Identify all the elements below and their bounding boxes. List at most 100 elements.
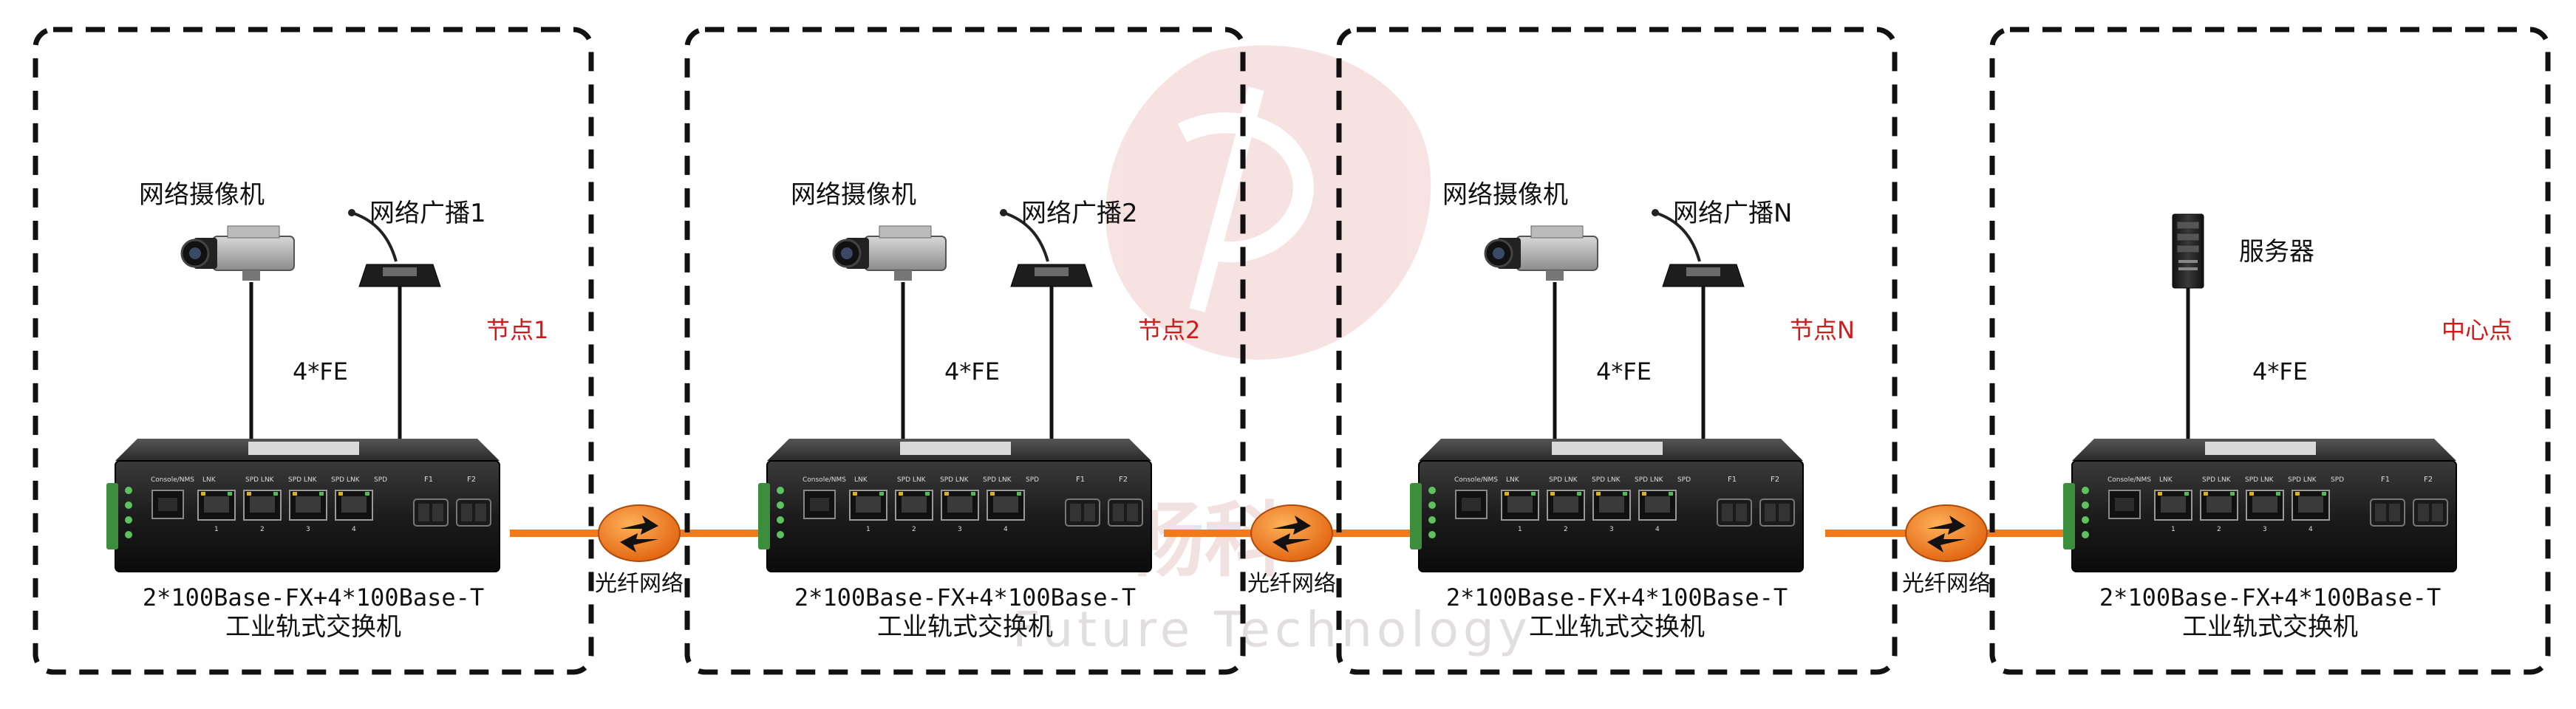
port-header: SPD (1677, 476, 1691, 484)
fe-label: 4*FE (1596, 357, 1652, 386)
node-label: 节点1 (486, 316, 548, 344)
port-header: LNK (1506, 476, 1520, 484)
port-header: SPD LNK (1592, 476, 1621, 484)
label-plate (1552, 442, 1663, 455)
status-led (125, 501, 132, 509)
port-number: 3 (306, 526, 310, 533)
switch-model-label: 2*100Base-FX+4*100Base-T (143, 583, 484, 612)
camera-label: 网络摄像机 (139, 180, 265, 210)
label-plate (2205, 442, 2316, 455)
switch-model-label: 2*100Base-FX+4*100Base-T (2099, 583, 2441, 612)
label-plate (248, 442, 359, 455)
node-label: 节点2 (1138, 316, 1200, 344)
broadcast-label: 网络广播2 (1021, 199, 1138, 228)
fe-label: 4*FE (293, 357, 348, 386)
port-number: 2 (912, 526, 916, 533)
terminal-block (2063, 483, 2075, 549)
switch-name-label: 工业轨式交换机 (877, 612, 1053, 642)
switch-name-label: 工业轨式交换机 (2182, 612, 2358, 642)
status-led (1428, 501, 1436, 509)
port-header: SPD (374, 476, 387, 484)
fiber-network-badge: 光纤网络 (595, 504, 684, 597)
server-label: 服务器 (2239, 237, 2314, 267)
port-number: 4 (352, 526, 356, 533)
network-broadcast-icon (1652, 209, 1745, 287)
node-boundary (684, 27, 1246, 675)
ip-camera-icon (1484, 225, 1598, 281)
fiber-network-icon (1905, 504, 1988, 562)
status-led (125, 487, 132, 494)
camera-label: 网络摄像机 (1442, 180, 1568, 210)
fiber-network-icon (598, 504, 681, 562)
status-led (777, 501, 784, 509)
terminal-block (758, 483, 770, 549)
fiber-port-label: F1 (1728, 476, 1737, 484)
port-header: SPD LNK (1549, 476, 1578, 484)
status-led (777, 516, 784, 524)
status-led (777, 531, 784, 538)
label-plate (900, 442, 1011, 455)
fiber-port-label: F2 (2424, 476, 2433, 484)
network-broadcast-icon (1000, 209, 1093, 287)
port-header: LNK (2159, 476, 2173, 484)
port-number: 1 (866, 526, 870, 533)
switch-model-label: 2*100Base-FX+4*100Base-T (794, 583, 1136, 612)
port-number: 3 (2263, 526, 2267, 533)
status-led (125, 531, 132, 538)
node-boundary (1336, 27, 1898, 675)
port-header: LNK (202, 476, 217, 484)
port-header: SPD (2331, 476, 2344, 484)
server-icon (2172, 213, 2204, 289)
switch-name-label: 工业轨式交换机 (1529, 612, 1705, 642)
node-boundary (33, 27, 594, 675)
fiber-port-label: F2 (1771, 476, 1779, 484)
status-led (1428, 531, 1436, 538)
port-header: SPD LNK (2288, 476, 2317, 484)
port-header: SPD (1026, 476, 1039, 484)
fiber-port-label: F1 (424, 476, 433, 484)
console-label: Console/NMS (2108, 476, 2151, 484)
network-broadcast-icon (348, 209, 441, 287)
fiber-network-icon (1250, 504, 1333, 562)
fiber-network-badge: 光纤网络 (1247, 504, 1336, 597)
port-number: 2 (1564, 526, 1568, 533)
console-port (2108, 490, 2141, 519)
port-number: 1 (1518, 526, 1522, 533)
port-header: SPD LNK (2245, 476, 2275, 484)
ip-camera-icon (832, 225, 947, 281)
port-number: 1 (214, 526, 219, 533)
port-header: SPD LNK (1635, 476, 1664, 484)
node-label: 中心点 (2442, 316, 2512, 344)
port-number: 3 (958, 526, 962, 533)
fiber-port-label: F1 (1076, 476, 1085, 484)
port-header: LNK (854, 476, 868, 484)
watermark-logo (1105, 45, 1431, 360)
node-boundary (1989, 27, 2551, 675)
status-led (2082, 516, 2089, 524)
port-number: 4 (1004, 526, 1008, 533)
status-led (2082, 501, 2089, 509)
port-header: SPD LNK (331, 476, 361, 484)
port-number: 3 (1609, 526, 1614, 533)
fe-label: 4*FE (2252, 357, 2308, 386)
status-led (125, 516, 132, 524)
port-number: 4 (2308, 526, 2313, 533)
port-header: SPD LNK (245, 476, 275, 484)
fiber-network-label: 光纤网络 (1902, 571, 1991, 597)
broadcast-label: 网络广播N (1673, 199, 1792, 228)
node-label: 节点N (1790, 316, 1855, 344)
fe-label: 4*FE (944, 357, 1000, 386)
broadcast-label: 网络广播1 (369, 199, 486, 228)
port-header: SPD LNK (2202, 476, 2232, 484)
fiber-port-label: F1 (2381, 476, 2390, 484)
port-header: SPD LNK (940, 476, 970, 484)
port-number: 4 (1655, 526, 1660, 533)
status-led (2082, 531, 2089, 538)
switch-model-label: 2*100Base-FX+4*100Base-T (1446, 583, 1788, 612)
